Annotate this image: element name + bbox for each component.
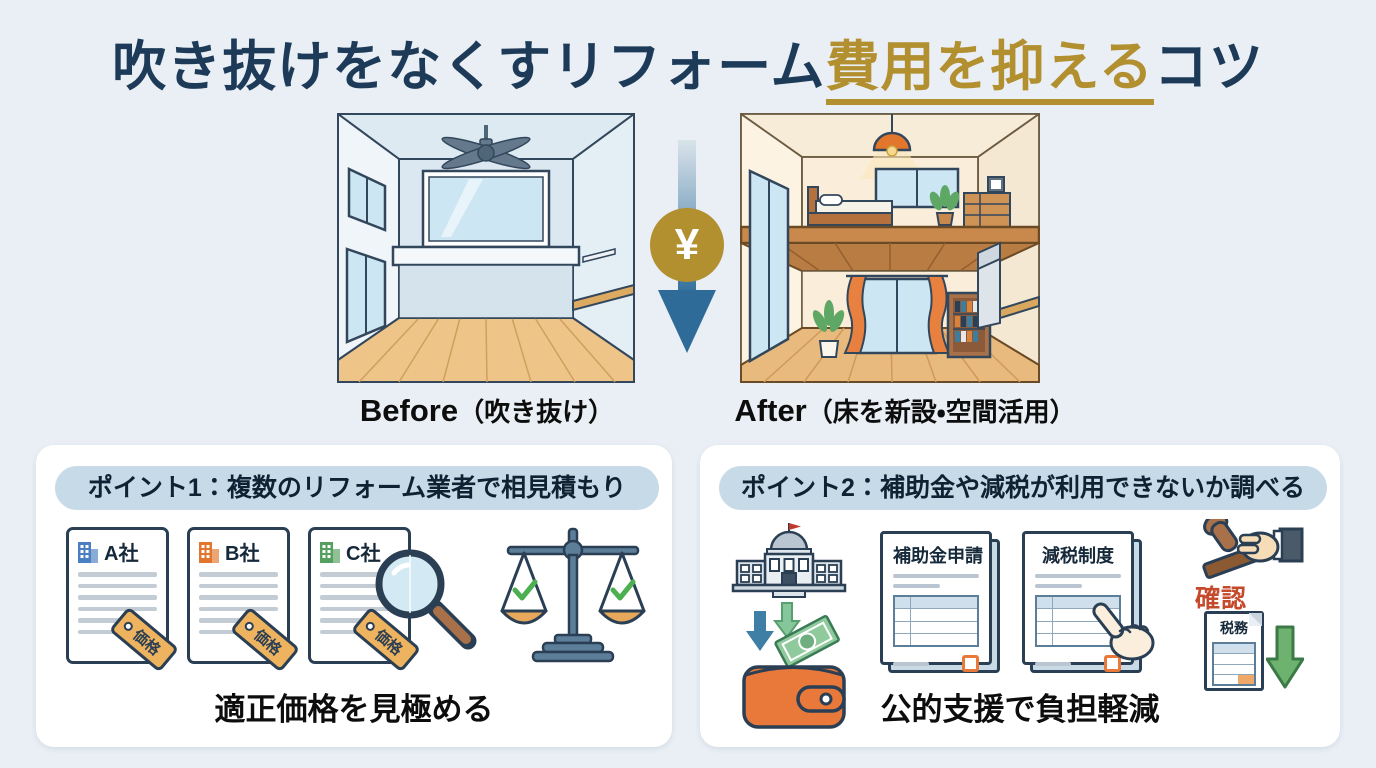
point1-header: ポイント1：複数のリフォーム業者で相見積もり [55,466,659,510]
document-text-lines [69,569,166,634]
form-table [1035,595,1121,647]
stamp-hand-icon [1196,512,1304,586]
dresser-icon [963,176,1011,228]
wallet-money-icon [738,601,850,746]
tag-hole [242,619,256,633]
balance-scale-icon [496,525,650,672]
taxcut-doc-title: 減税制度 [1042,546,1114,566]
checkmark-icon [512,579,538,601]
highlighted-cell [1238,674,1254,684]
government-building-icon [730,521,848,614]
checkmark-icon [610,579,636,601]
stamp-label: 確認 [1194,585,1247,613]
title-suffix: コツ [1153,37,1264,97]
quote-card-company-c: C社 価格 [308,527,422,673]
after-label-note: （床を新設・空間活用） [806,397,1076,427]
plant-upper-icon [929,185,960,226]
blue-down-arrow-icon [746,611,774,651]
yen-icon: ¥ [650,208,724,282]
title-prefix: 吹き抜けをなくすリフォーム [112,37,826,97]
green-down-arrow-icon [773,602,801,639]
tax-form-title: 税務 [1220,620,1248,636]
point1-panel: ポイント1：複数のリフォーム業者で相見積もり A社 価格 [36,445,672,747]
kitchen-icon [977,241,1040,330]
subsidy-application-document: 補助金申請 [880,531,1000,673]
tag-hole [121,619,135,633]
building-icon [320,541,340,563]
before-label-en: Before [359,393,459,428]
point1-caption: 適正価格を見極める [214,692,494,727]
ceiling-fan-icon [441,125,531,170]
after-label: After（床を新設・空間活用） [700,392,1110,429]
checkbox-icon [962,655,979,672]
document-text-lines [311,569,408,634]
subsidy-doc-title: 補助金申請 [893,546,983,566]
magnifier-icon [372,549,482,664]
folded-corner [1249,613,1262,626]
checkbox-icon [1104,655,1121,672]
reduction-down-arrow-icon [1265,625,1305,694]
building-icon [78,541,98,563]
after-label-en: After [734,393,807,428]
curtain-right-icon [926,275,951,354]
pointing-hand-icon [1092,601,1158,670]
point2-panel: ポイント2：補助金や減税が利用できないか調べる [700,445,1340,747]
company-name: A社 [104,543,139,565]
before-label: Before（吹き抜け） [302,392,672,429]
document-text-lines [190,569,287,634]
tax-form-table [1212,642,1256,686]
yen-symbol: ¥ [674,220,700,269]
title-highlight: 費用を抑える [825,37,1154,105]
page-title: 吹き抜けをなくすリフォーム費用を抑えるコツ [0,22,1376,105]
banknote-icon [774,614,840,668]
company-name: C社 [346,543,381,565]
pendant-lamp-icon [872,131,912,152]
point2-header: ポイント2：補助金や減税が利用できないか調べる [719,466,1327,510]
before-label-note: （吹き抜け） [458,397,615,427]
tax-form-document: 税務 [1204,611,1264,691]
plant-lower-icon [812,300,845,358]
building-icon [199,541,219,563]
point2-caption: 公的支援で負担軽減 [880,692,1160,727]
after-room-illustration [740,113,1040,383]
quote-card-company-a: A社 価格 [66,527,180,673]
company-name: B社 [225,543,260,565]
bed-icon [807,186,893,226]
curtain-left-icon [843,275,868,354]
quote-card-company-b: B社 価格 [187,527,301,673]
before-room-illustration [337,113,635,383]
form-table [893,595,979,647]
